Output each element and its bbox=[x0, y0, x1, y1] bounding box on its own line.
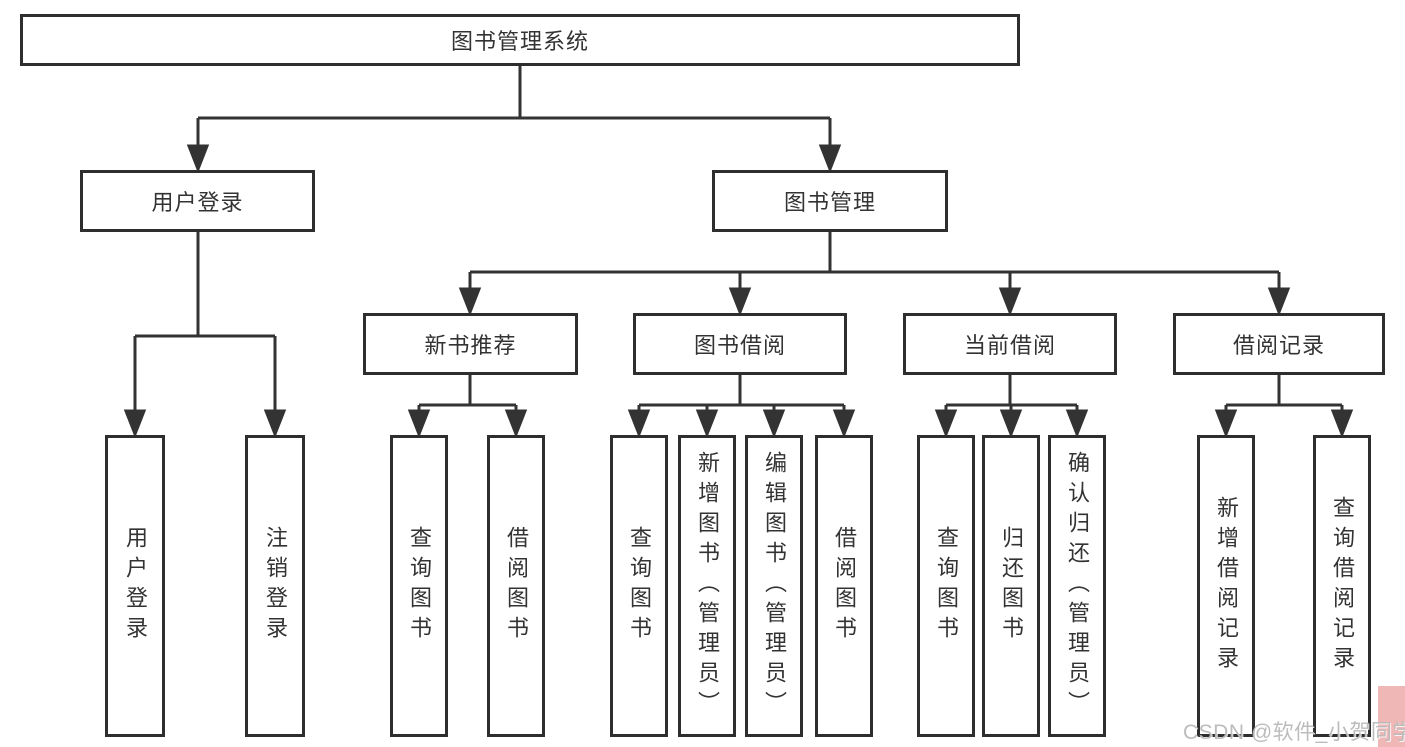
leaf-query-books-current: 查询图书 bbox=[917, 435, 975, 737]
leaf-add-borrow-record: 新增借阅记录 bbox=[1197, 435, 1255, 737]
leaf-edit-books-admin: 编辑图书（管理员） bbox=[745, 435, 803, 737]
leaf-borrow-books-recommend: 借阅图书 bbox=[487, 435, 545, 737]
node-borrow-records: 借阅记录 bbox=[1173, 313, 1385, 375]
connector-borrow-to-leaves bbox=[627, 375, 856, 439]
leaf-query-books-recommend: 查询图书 bbox=[390, 435, 448, 737]
node-book-borrow: 图书借阅 bbox=[633, 313, 847, 375]
leaf-confirm-return-admin: 确认归还（管理员） bbox=[1048, 435, 1106, 737]
node-root-system: 图书管理系统 bbox=[20, 14, 1020, 66]
node-user-login: 用户登录 bbox=[80, 170, 315, 232]
leaf-borrow-books: 借阅图书 bbox=[815, 435, 873, 737]
connector-bookmgmt-to-level3 bbox=[458, 232, 1291, 317]
leaf-query-borrow-record: 查询借阅记录 bbox=[1313, 435, 1371, 737]
connector-newbooks-to-leaves bbox=[407, 375, 528, 439]
csdn-watermark: CSDN @软件_小贺同学 bbox=[1183, 721, 1405, 744]
leaf-return-books: 归还图书 bbox=[982, 435, 1040, 737]
connector-current-to-leaves bbox=[934, 375, 1089, 439]
leaf-add-books-admin: 新增图书（管理员） bbox=[678, 435, 736, 737]
leaf-query-books-borrow: 查询图书 bbox=[610, 435, 668, 737]
connector-userlogin-to-leaves bbox=[123, 232, 287, 439]
node-new-book-recommend: 新书推荐 bbox=[363, 313, 578, 375]
leaf-logout: 注销登录 bbox=[245, 435, 305, 737]
watermark-corner-accent bbox=[1378, 686, 1405, 747]
node-current-borrow: 当前借阅 bbox=[903, 313, 1117, 375]
leaf-user-login: 用户登录 bbox=[105, 435, 165, 737]
connector-root-to-level2 bbox=[186, 66, 842, 174]
node-book-management: 图书管理 bbox=[712, 170, 948, 232]
connector-records-to-leaves bbox=[1214, 375, 1354, 439]
